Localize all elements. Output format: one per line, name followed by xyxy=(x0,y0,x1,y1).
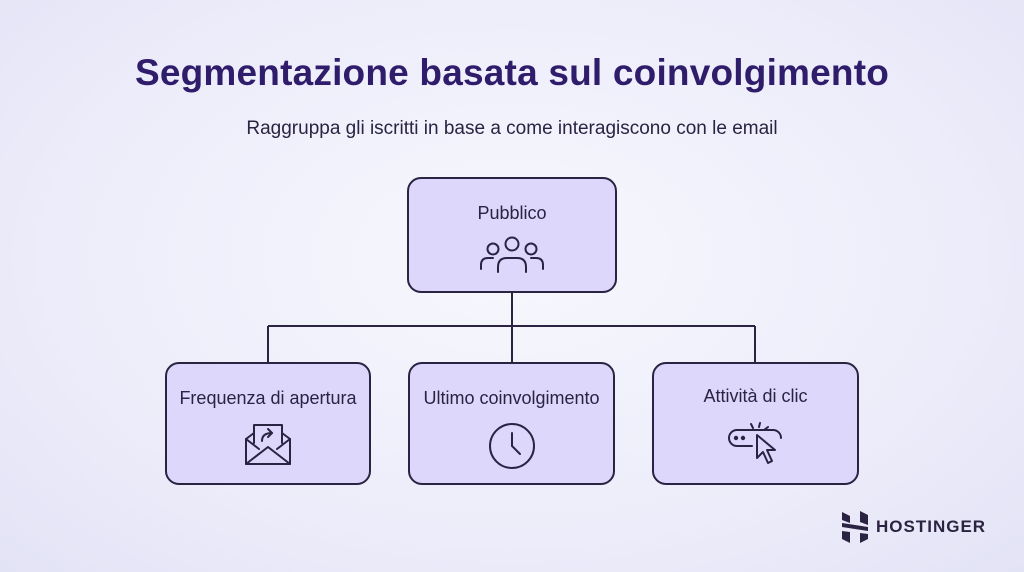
brand: HOSTINGER xyxy=(842,511,986,543)
envelope-open-icon xyxy=(245,424,291,465)
hostinger-logo xyxy=(842,511,868,543)
root-node-label: Pubblico xyxy=(477,203,547,223)
child-node-open-frequency: Frequenza di apertura xyxy=(165,362,371,485)
child-node-label: Ultimo coinvolgimento xyxy=(423,388,600,408)
cursor-click-icon xyxy=(727,422,782,464)
clock-icon xyxy=(488,423,535,469)
brand-name: HOSTINGER xyxy=(876,517,987,536)
child-node-last-engagement: Ultimo coinvolgimento xyxy=(408,362,615,485)
users-group-icon xyxy=(480,236,544,273)
child-node-label: Frequenza di apertura xyxy=(179,388,357,408)
child-node-label: Attività di clic xyxy=(703,386,808,406)
page-title: Segmentazione basata sul coinvolgimento xyxy=(134,52,890,93)
child-node-click-activity: Attività di clic xyxy=(652,362,859,485)
page-subtitle: Raggruppa gli iscritti in base a come in… xyxy=(246,118,778,139)
root-node: Pubblico xyxy=(407,177,617,293)
